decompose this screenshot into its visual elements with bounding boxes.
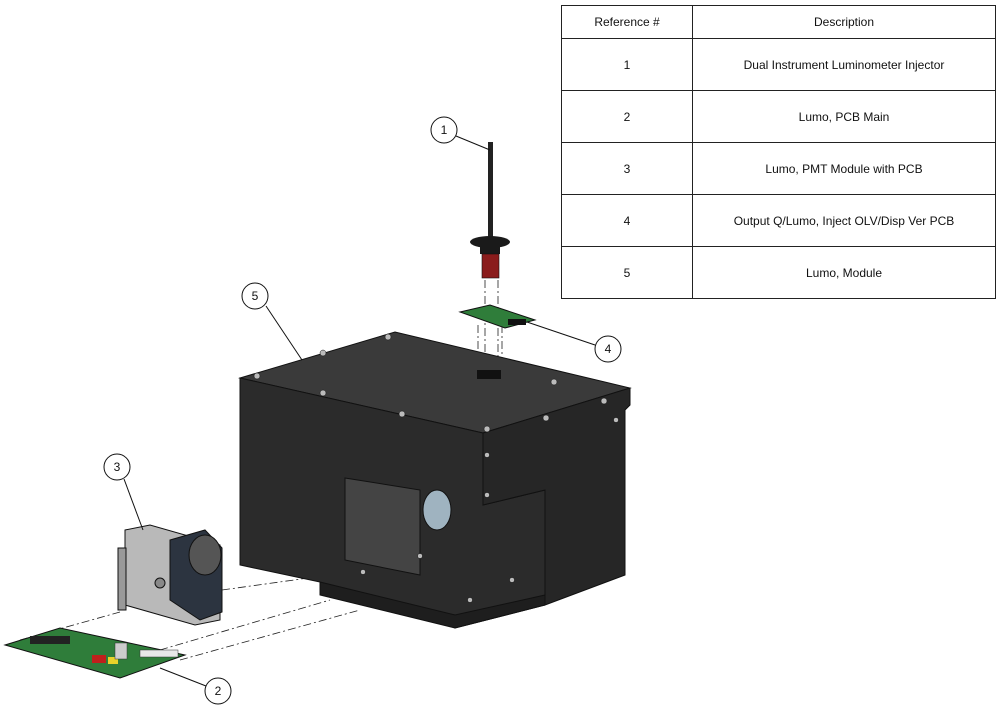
output-pcb bbox=[458, 304, 537, 329]
header-description: Description bbox=[692, 5, 996, 39]
callout-3: 3 bbox=[103, 453, 131, 481]
table-header-row: Reference # Description bbox=[561, 5, 996, 39]
pmt-window bbox=[422, 489, 452, 531]
ref-cell: 1 bbox=[561, 38, 693, 91]
description-cell: Lumo, Module bbox=[692, 246, 996, 299]
svg-text:1: 1 bbox=[441, 123, 448, 137]
ref-cell: 3 bbox=[561, 142, 693, 195]
housing-right-face bbox=[482, 387, 631, 606]
main-pcb bbox=[3, 627, 187, 679]
ref-cell: 4 bbox=[561, 194, 693, 247]
svg-text:5: 5 bbox=[252, 289, 259, 303]
description-cell: Lumo, PMT Module with PCB bbox=[692, 142, 996, 195]
description-cell: Output Q/Lumo, Inject OLV/Disp Ver PCB bbox=[692, 194, 996, 247]
callout-4: 4 bbox=[594, 335, 622, 363]
housing-base-plate bbox=[319, 581, 546, 629]
header-reference: Reference # bbox=[561, 5, 693, 39]
housing-top-connector bbox=[477, 370, 501, 379]
callout-5: 5 bbox=[241, 282, 269, 310]
pmt-module bbox=[117, 524, 223, 626]
svg-text:3: 3 bbox=[114, 460, 121, 474]
lumo-module-housing bbox=[238, 331, 632, 629]
description-cell: Dual Instrument Luminometer Injector bbox=[692, 38, 996, 91]
ref-cell: 2 bbox=[561, 90, 693, 143]
housing-screws bbox=[253, 333, 619, 603]
callout-1: 1 bbox=[430, 116, 458, 144]
svg-text:2: 2 bbox=[215, 684, 222, 698]
housing-cutout bbox=[344, 477, 421, 576]
ref-cell: 5 bbox=[561, 246, 693, 299]
callout-2: 2 bbox=[204, 677, 232, 705]
svg-text:4: 4 bbox=[605, 342, 612, 356]
description-cell: Lumo, PCB Main bbox=[692, 90, 996, 143]
callouts: 1 2 3 4 5 bbox=[103, 116, 622, 705]
luminometer-injector bbox=[470, 142, 510, 279]
